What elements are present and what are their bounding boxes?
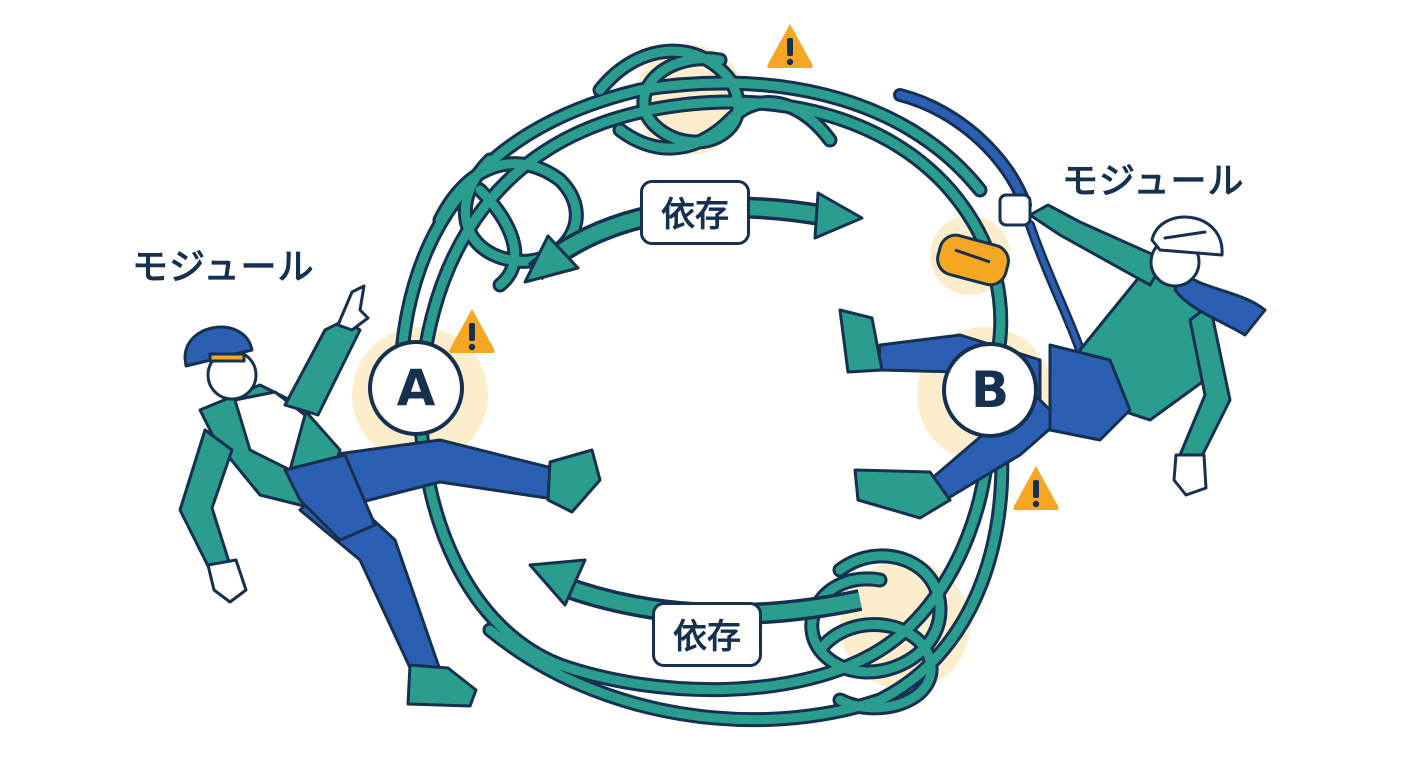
warning-icon (1013, 466, 1059, 510)
climber-figure (838, 193, 1267, 520)
node-b-label: B (970, 361, 1010, 419)
node-b (942, 342, 1038, 438)
dependency-label-bottom: 依存 (652, 602, 762, 667)
dependency-label-top: 依存 (640, 180, 750, 245)
module-label-left: モジュール (132, 247, 315, 288)
node-a (368, 340, 464, 436)
warning-icon (767, 24, 813, 68)
module-label-right: モジュール (1062, 161, 1245, 202)
carabiner-icon (936, 233, 1010, 287)
node-a-label: A (396, 359, 436, 417)
climber-figure (178, 284, 602, 708)
warning-icon (449, 309, 495, 353)
